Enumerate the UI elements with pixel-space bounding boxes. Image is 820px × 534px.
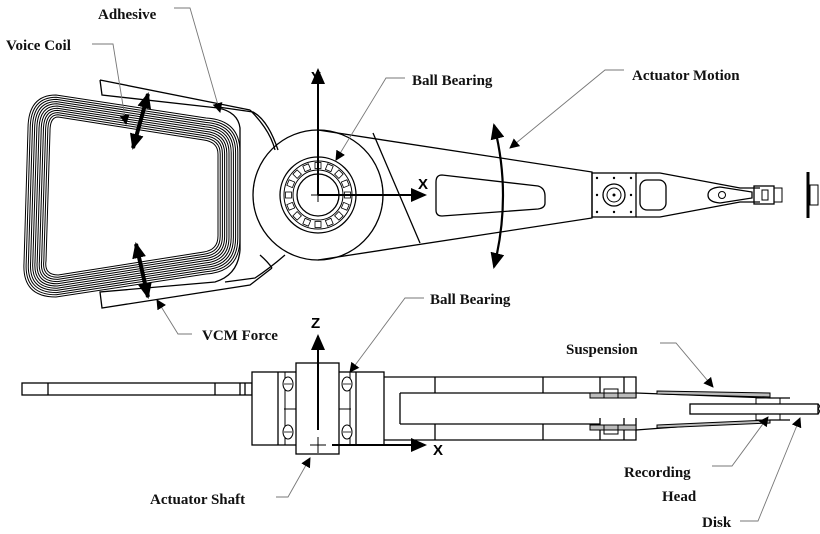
- suspension-leader: [660, 342, 714, 388]
- load-beam-window: [639, 179, 667, 211]
- bearing-ball: [292, 169, 302, 179]
- disk-break-mark: [817, 403, 820, 415]
- coil-winding: [36, 107, 228, 285]
- adhesive-leader: [174, 7, 223, 113]
- bearing-ball: [286, 201, 296, 211]
- mount-plate-screws: [595, 176, 633, 214]
- side-view: Z X Ball Bearing Suspension Recording He…: [21, 292, 820, 531]
- coil-winding: [45, 116, 219, 276]
- vcm-force-label: VCM Force: [202, 328, 278, 344]
- screw-dot: [612, 210, 616, 214]
- coil-winding: [40, 112, 223, 280]
- dimple: [718, 191, 726, 199]
- head-slider-upper: [755, 397, 781, 405]
- screw-dot: [612, 176, 616, 180]
- screw-dot: [595, 193, 599, 197]
- actuator-motion-arrow: [490, 123, 505, 269]
- disk-label: Disk: [702, 515, 732, 531]
- vcm-force-leader: [156, 299, 192, 335]
- vcm-force-arrow-upper: [130, 92, 151, 150]
- y-axis-label: Y: [311, 69, 321, 86]
- coil-winding: [43, 114, 221, 278]
- screw-dot: [595, 176, 599, 180]
- coil-winding: [38, 109, 226, 283]
- origin-mark: [310, 437, 326, 453]
- coil-winding: [23, 94, 241, 298]
- e-block-arms: [384, 376, 637, 441]
- coil-side-bar: [21, 382, 253, 396]
- disk-edge-tab: [809, 184, 819, 206]
- top-view: Y X Adhesive Voice Coil Ball Bearing Act…: [6, 7, 819, 344]
- slider-top: [753, 185, 775, 205]
- screw-dot: [595, 210, 599, 214]
- disk-platter: [689, 403, 819, 415]
- actuator-shaft-leader: [276, 457, 311, 498]
- bearing-ball: [334, 211, 344, 221]
- ball-bearing-label-top: Ball Bearing: [412, 73, 493, 89]
- voice-coil: [23, 94, 241, 298]
- voice-coil-label: Voice Coil: [6, 38, 71, 54]
- slider-tail: [773, 187, 783, 203]
- suspension-lower-stiffener: [656, 419, 771, 429]
- head-mount-plate: [591, 172, 637, 218]
- screw-dot: [629, 176, 633, 180]
- swage-plate-lower: [589, 424, 637, 431]
- arm-lightening-hole: [435, 174, 546, 217]
- x-axis-label: X: [418, 176, 428, 193]
- recording-label: Recording: [624, 465, 691, 481]
- slider-pad: [761, 189, 769, 201]
- bearing-ball: [334, 169, 344, 179]
- bearing-ball: [302, 217, 312, 227]
- disk-leader: [740, 417, 802, 522]
- screw-dot: [629, 193, 633, 197]
- bearing-ball: [340, 179, 350, 189]
- suspension-upper-stiffener: [656, 390, 771, 398]
- coil-winding: [27, 98, 237, 294]
- flexure: [707, 186, 753, 204]
- swage-plate-upper: [589, 392, 637, 399]
- actuator-shaft-label: Actuator Shaft: [150, 492, 245, 508]
- bearing-ball: [340, 201, 350, 211]
- swage-boss-outer: [602, 183, 626, 207]
- x-axis-label-side: X: [433, 442, 443, 459]
- arm-seam-line: [372, 132, 421, 244]
- coil-winding: [32, 103, 232, 289]
- bearing-balls: [285, 162, 351, 228]
- bearing-ball: [314, 221, 322, 228]
- voice-coil-leader: [92, 43, 130, 125]
- load-beam: [636, 172, 760, 218]
- bearing-balls-side: [282, 376, 353, 440]
- bearing-ball: [286, 179, 296, 189]
- actuator-motion-leader: [509, 69, 624, 149]
- bearing-ball: [302, 163, 312, 173]
- suspension-label: Suspension: [566, 342, 638, 358]
- ball-bearing-leader-side: [349, 297, 424, 373]
- coil-winding: [25, 96, 239, 296]
- e-block-slot: [399, 392, 600, 425]
- arm-upper-edge-left: [217, 106, 279, 151]
- coil-holder-outline: [99, 79, 276, 309]
- head-label: Head: [662, 489, 697, 505]
- ball-bearing-label-side: Ball Bearing: [430, 292, 511, 308]
- coil-winding: [30, 101, 234, 291]
- screw-dot: [629, 210, 633, 214]
- swage-boss-inner: [606, 187, 622, 203]
- z-axis-label: Z: [311, 315, 320, 332]
- ball-bearing-leader-top: [335, 77, 405, 161]
- coil-winding: [34, 105, 230, 287]
- vcm-force-arrow-lower: [132, 242, 152, 299]
- bearing-ball: [324, 163, 334, 173]
- recording-head-leader: [712, 416, 769, 467]
- bearing-ball: [292, 211, 302, 221]
- arm-lower-edge-left: [224, 254, 286, 283]
- bearing-ball: [285, 191, 292, 199]
- adhesive-label: Adhesive: [98, 7, 157, 23]
- actuator-motion-label: Actuator Motion: [632, 68, 740, 84]
- bearing-ball: [324, 217, 334, 227]
